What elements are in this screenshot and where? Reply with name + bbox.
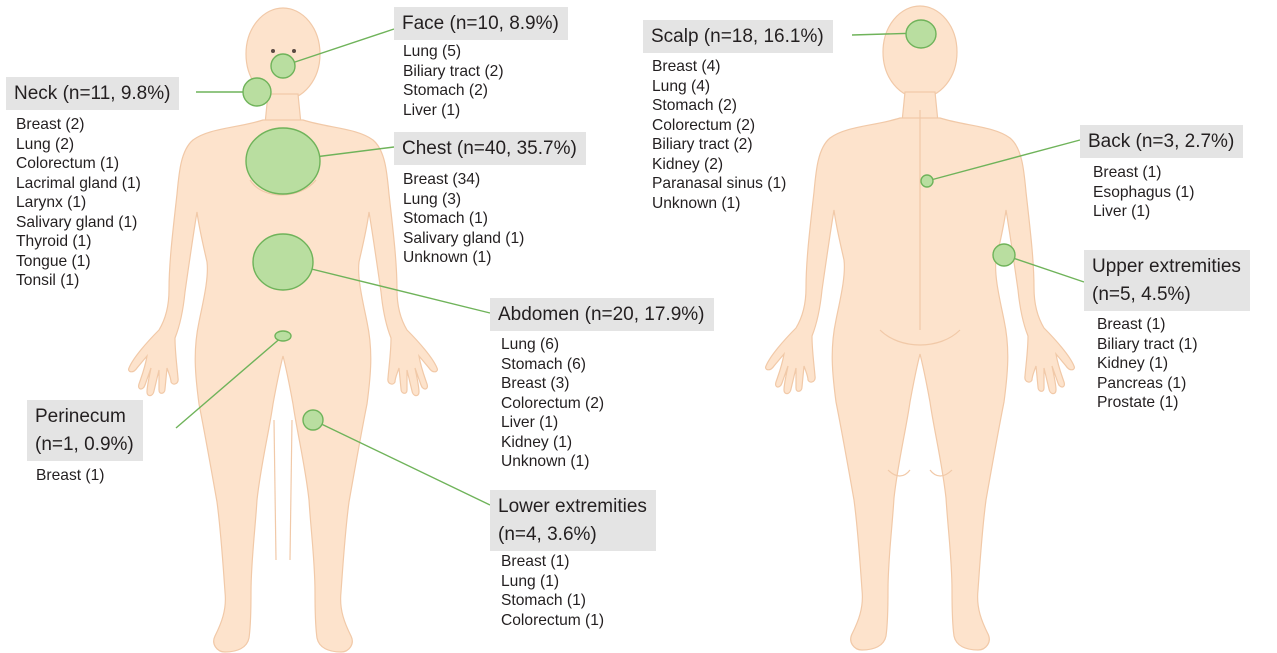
list-item: Unknown (1) bbox=[501, 452, 604, 472]
neck-title: Neck (n=11, 9.8%) bbox=[6, 77, 179, 110]
scalp-title: Scalp (n=18, 16.1%) bbox=[643, 20, 833, 53]
list-item: Esophagus (1) bbox=[1093, 183, 1194, 203]
chest-list: Breast (34) Lung (3) Stomach (1) Salivar… bbox=[403, 170, 524, 268]
perineum-title-line2: (n=1, 0.9%) bbox=[35, 431, 134, 459]
list-item: Breast (4) bbox=[652, 57, 786, 77]
upper-extremity-lesion bbox=[993, 244, 1015, 266]
list-item: Thyroid (1) bbox=[16, 232, 141, 252]
list-item: Colorectum (2) bbox=[652, 116, 786, 136]
back-title: Back (n=3, 2.7%) bbox=[1080, 125, 1243, 158]
upper-extremities-title-line2: (n=5, 4.5%) bbox=[1092, 281, 1241, 309]
back-list: Breast (1) Esophagus (1) Liver (1) bbox=[1093, 163, 1194, 222]
list-item: Breast (1) bbox=[501, 552, 604, 572]
chest-title: Chest (n=40, 35.7%) bbox=[394, 132, 586, 165]
list-item: Colorectum (1) bbox=[501, 611, 604, 631]
list-item: Stomach (2) bbox=[652, 96, 786, 116]
list-item: Larynx (1) bbox=[16, 193, 141, 213]
list-item: Paranasal sinus (1) bbox=[652, 174, 786, 194]
face-title: Face (n=10, 8.9%) bbox=[394, 7, 568, 40]
list-item: Biliary tract (1) bbox=[1097, 335, 1198, 355]
list-item: Lung (1) bbox=[501, 572, 604, 592]
list-item: Colorectum (2) bbox=[501, 394, 604, 414]
abdomen-title: Abdomen (n=20, 17.9%) bbox=[490, 298, 714, 331]
scalp-list: Breast (4) Lung (4) Stomach (2) Colorect… bbox=[652, 57, 786, 213]
upper-extremities-title-line1: Upper extremities bbox=[1092, 253, 1241, 281]
lower-extremities-list: Breast (1) Lung (1) Stomach (1) Colorect… bbox=[501, 552, 604, 630]
list-item: Kidney (1) bbox=[501, 433, 604, 453]
list-item: Stomach (1) bbox=[501, 591, 604, 611]
face-list: Lung (5) Biliary tract (2) Stomach (2) L… bbox=[403, 42, 504, 120]
list-item: Lung (2) bbox=[16, 135, 141, 155]
list-item: Breast (34) bbox=[403, 170, 524, 190]
perineum-title: Perinecum (n=1, 0.9%) bbox=[27, 400, 143, 461]
lower-extremities-title-line1: Lower extremities bbox=[498, 493, 647, 521]
list-item: Breast (2) bbox=[16, 115, 141, 135]
neck-lesion bbox=[243, 78, 271, 106]
list-item: Stomach (6) bbox=[501, 355, 604, 375]
list-item: Lung (3) bbox=[403, 190, 524, 210]
abdomen-lesion bbox=[253, 234, 313, 290]
list-item: Biliary tract (2) bbox=[652, 135, 786, 155]
list-item: Lung (4) bbox=[652, 77, 786, 97]
list-item: Breast (3) bbox=[501, 374, 604, 394]
list-item: Tongue (1) bbox=[16, 252, 141, 272]
list-item: Breast (1) bbox=[1093, 163, 1194, 183]
list-item: Pancreas (1) bbox=[1097, 374, 1198, 394]
list-item: Breast (1) bbox=[36, 466, 104, 486]
list-item: Salivary gland (1) bbox=[16, 213, 141, 233]
list-item: Unknown (1) bbox=[403, 248, 524, 268]
list-item: Liver (1) bbox=[1093, 202, 1194, 222]
list-item: Prostate (1) bbox=[1097, 393, 1198, 413]
scalp-lesion bbox=[906, 20, 936, 48]
list-item: Stomach (2) bbox=[403, 81, 504, 101]
list-item: Kidney (2) bbox=[652, 155, 786, 175]
face-lesion bbox=[271, 54, 295, 78]
list-item: Salivary gland (1) bbox=[403, 229, 524, 249]
neck-list: Breast (2) Lung (2) Colorectum (1) Lacri… bbox=[16, 115, 141, 291]
abdomen-list: Lung (6) Stomach (6) Breast (3) Colorect… bbox=[501, 335, 604, 472]
perineum-title-line1: Perinecum bbox=[35, 403, 134, 431]
list-item: Liver (1) bbox=[501, 413, 604, 433]
perineum-list: Breast (1) bbox=[36, 466, 104, 486]
chest-lesion bbox=[246, 128, 320, 194]
list-item: Unknown (1) bbox=[652, 194, 786, 214]
list-item: Tonsil (1) bbox=[16, 271, 141, 291]
lower-extremities-title: Lower extremities (n=4, 3.6%) bbox=[490, 490, 656, 551]
upper-extremities-list: Breast (1) Biliary tract (1) Kidney (1) … bbox=[1097, 315, 1198, 413]
list-item: Colorectum (1) bbox=[16, 154, 141, 174]
lower-extremities-title-line2: (n=4, 3.6%) bbox=[498, 521, 647, 549]
list-item: Lung (5) bbox=[403, 42, 504, 62]
back-lesion bbox=[921, 175, 933, 187]
perineum-lesion bbox=[275, 331, 291, 341]
list-item: Lung (6) bbox=[501, 335, 604, 355]
list-item: Kidney (1) bbox=[1097, 354, 1198, 374]
upper-extremities-title: Upper extremities (n=5, 4.5%) bbox=[1084, 250, 1250, 311]
list-item: Biliary tract (2) bbox=[403, 62, 504, 82]
lower-extremity-lesion bbox=[303, 410, 323, 430]
list-item: Breast (1) bbox=[1097, 315, 1198, 335]
list-item: Liver (1) bbox=[403, 101, 504, 121]
list-item: Lacrimal gland (1) bbox=[16, 174, 141, 194]
list-item: Stomach (1) bbox=[403, 209, 524, 229]
